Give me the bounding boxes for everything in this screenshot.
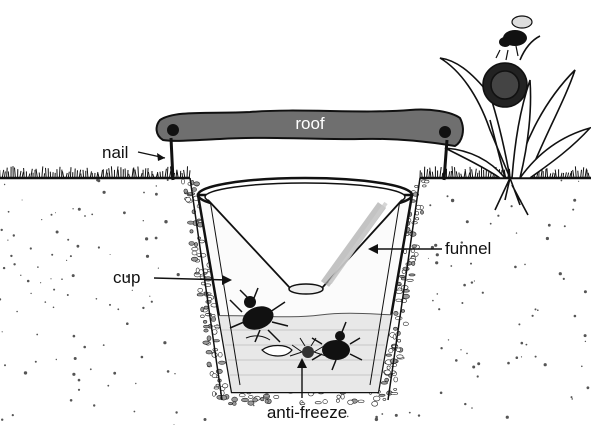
- label-cup: cup: [113, 268, 140, 287]
- label-nail: nail: [102, 143, 128, 162]
- nail-head-left: [167, 124, 179, 136]
- label-funnel: funnel: [445, 239, 491, 258]
- label-roof: roof: [295, 114, 325, 133]
- bee-illustration: [496, 16, 532, 60]
- label-antifreeze: anti-freeze: [267, 403, 347, 422]
- roof-illustration: roof: [157, 109, 463, 180]
- nail-head-right: [439, 126, 451, 138]
